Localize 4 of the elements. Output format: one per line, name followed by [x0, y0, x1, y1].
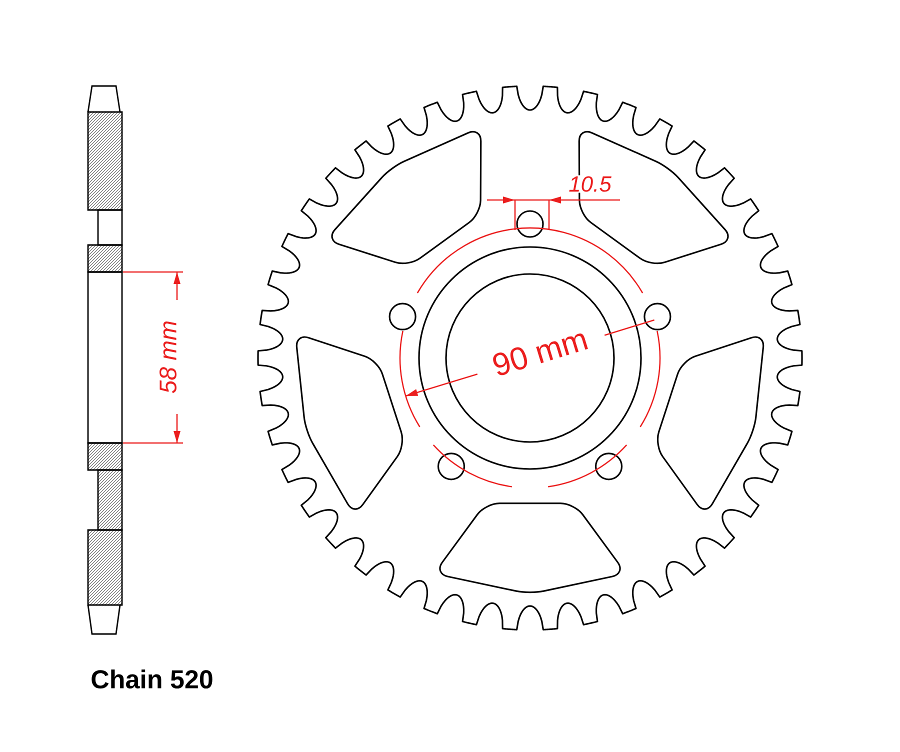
chain-size-label: Chain 520 — [92, 669, 212, 689]
dimension-label: 90 mm — [493, 334, 588, 376]
dimension-label: 58 mm — [160, 321, 176, 394]
dimension-label: 10.5 — [568, 175, 612, 193]
